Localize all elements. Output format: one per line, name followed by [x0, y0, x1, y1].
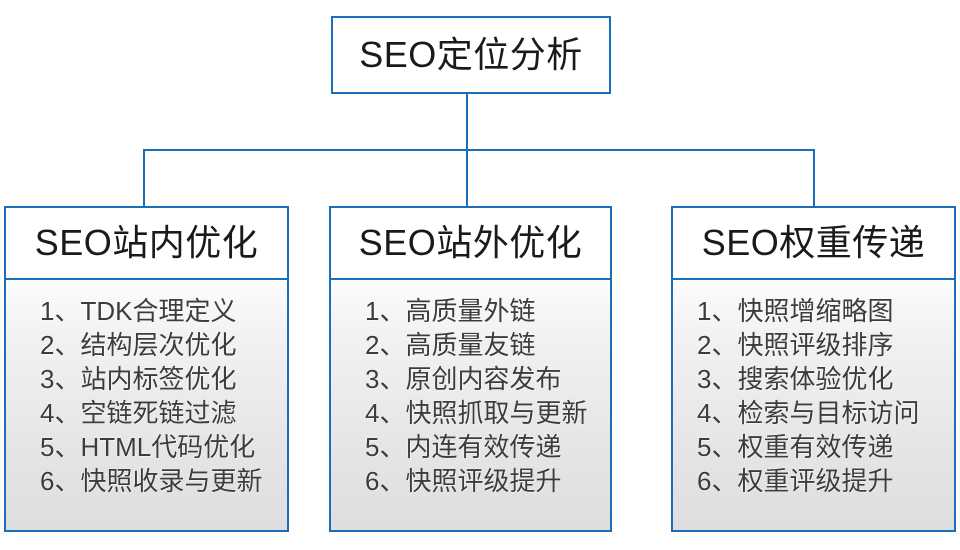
list-item: 2、结构层次优化 [40, 330, 237, 360]
branch-column-1: SEO站内优化 1、TDK合理定义 2、结构层次优化 3、站内标签优化 4、空链… [4, 206, 289, 532]
list-item: 6、权重评级提升 [697, 466, 894, 496]
list-item: 3、搜索体验优化 [697, 364, 894, 394]
connector-root-vertical [466, 94, 468, 151]
list-item: 1、快照增缩略图 [697, 296, 894, 326]
root-node-label: SEO定位分析 [359, 34, 583, 75]
branch-column-2: SEO站外优化 1、高质量外链 2、高质量友链 3、原创内容发布 4、快照抓取与… [329, 206, 612, 532]
branch-3-header[interactable]: SEO权重传递 [671, 206, 956, 280]
root-node-seo-positioning-analysis[interactable]: SEO定位分析 [331, 16, 611, 94]
list-item: 4、空链死链过滤 [40, 398, 237, 428]
branch-1-list: 1、TDK合理定义 2、结构层次优化 3、站内标签优化 4、空链死链过滤 5、H… [4, 280, 289, 532]
branch-1-header[interactable]: SEO站内优化 [4, 206, 289, 280]
connector-branch-3-vertical [813, 149, 815, 207]
list-item: 5、权重有效传递 [697, 432, 894, 462]
list-item: 2、快照评级排序 [697, 330, 894, 360]
list-item: 4、检索与目标访问 [697, 398, 920, 428]
connector-horizontal-bus [143, 149, 815, 151]
branch-2-list: 1、高质量外链 2、高质量友链 3、原创内容发布 4、快照抓取与更新 5、内连有… [329, 280, 612, 532]
branch-1-header-label: SEO站内优化 [34, 222, 259, 263]
list-item: 3、站内标签优化 [40, 364, 237, 394]
list-item: 6、快照收录与更新 [40, 466, 263, 496]
branch-3-list: 1、快照增缩略图 2、快照评级排序 3、搜索体验优化 4、检索与目标访问 5、权… [671, 280, 956, 532]
list-item: 2、高质量友链 [365, 330, 536, 360]
list-item: 1、TDK合理定义 [40, 296, 237, 326]
connector-branch-2-vertical [466, 149, 468, 207]
branch-2-header-label: SEO站外优化 [358, 222, 583, 263]
list-item: 6、快照评级提升 [365, 466, 562, 496]
list-item: 5、内连有效传递 [365, 432, 562, 462]
list-item: 5、HTML代码优化 [40, 432, 256, 462]
branch-3-header-label: SEO权重传递 [701, 222, 926, 263]
list-item: 1、高质量外链 [365, 296, 536, 326]
branch-2-header[interactable]: SEO站外优化 [329, 206, 612, 280]
list-item: 3、原创内容发布 [365, 364, 562, 394]
branch-column-3: SEO权重传递 1、快照增缩略图 2、快照评级排序 3、搜索体验优化 4、检索与… [671, 206, 956, 532]
connector-branch-1-vertical [143, 149, 145, 207]
list-item: 4、快照抓取与更新 [365, 398, 588, 428]
